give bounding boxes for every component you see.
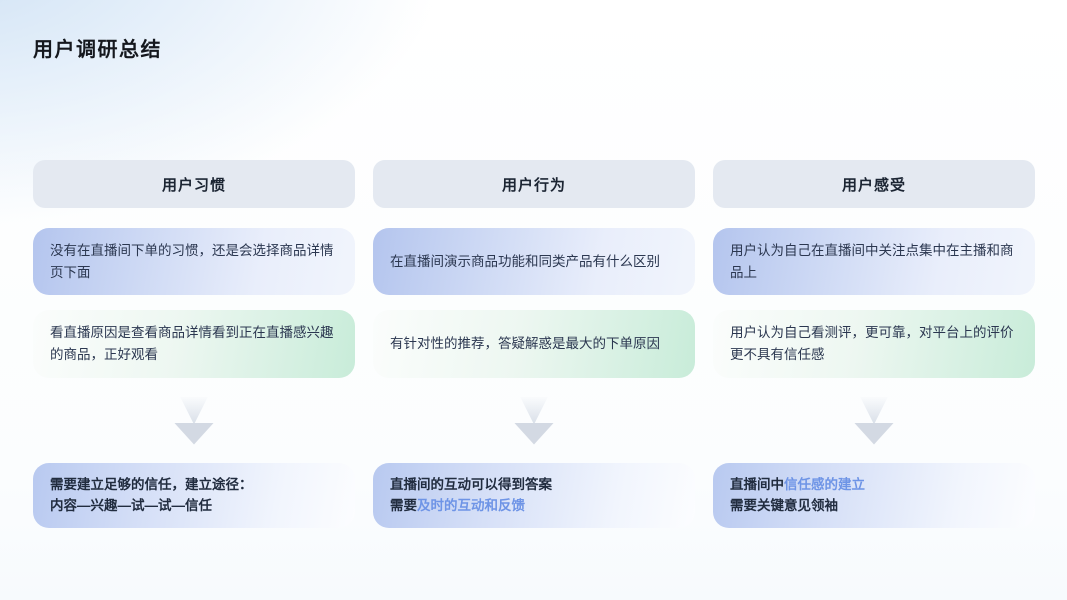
- down-arrow-tail: [180, 396, 208, 425]
- conclusion-card: 直播间中信任感的建立需要关键意见领袖: [713, 463, 1035, 528]
- page-title: 用户调研总结: [33, 39, 162, 61]
- column-header-pill: 用户行为: [373, 160, 695, 208]
- conclusion-text: 直播间的互动可以得到答案: [390, 476, 552, 492]
- conclusion-line: 需要及时的互动和反馈: [390, 496, 678, 517]
- column-header-pill: 用户习惯: [33, 160, 355, 208]
- conclusion-highlight-text: 信任感的建立: [784, 476, 865, 492]
- conclusion-highlight-text: 及时的互动和反馈: [417, 497, 525, 513]
- column-header-label: 用户行为: [501, 176, 566, 194]
- observation-card: 没有在直播间下单的习惯，还是会选择商品详情页下面: [33, 228, 355, 295]
- column-header-label: 用户习惯: [161, 176, 226, 194]
- conclusion-line: 直播间的互动可以得到答案: [390, 475, 678, 496]
- insight-text: 用户认为自己看测评，更可靠，对平台上的评价更不具有信任感: [730, 325, 1014, 362]
- down-arrow-head: [174, 422, 214, 445]
- conclusion-text: 内容—兴趣—试—试—信任: [50, 497, 212, 513]
- down-arrow-head: [514, 422, 554, 445]
- observation-text: 用户认为自己在直播间中关注点集中在主播和商品上: [730, 242, 1014, 280]
- conclusion-text: 需要: [390, 497, 417, 513]
- arrow-zone: [33, 378, 355, 463]
- down-arrow-icon: [174, 396, 214, 445]
- arrow-zone: [713, 378, 1035, 463]
- conclusion-line: 需要建立足够的信任，建立途径：: [50, 475, 338, 496]
- column-header-label: 用户感受: [841, 176, 906, 194]
- observation-card: 用户认为自己在直播间中关注点集中在主播和商品上: [713, 228, 1035, 295]
- down-arrow-head: [854, 422, 894, 445]
- observation-text: 没有在直播间下单的习惯，还是会选择商品详情页下面: [50, 242, 334, 280]
- conclusion-card: 直播间的互动可以得到答案需要及时的互动和反馈: [373, 463, 695, 528]
- conclusion-card: 需要建立足够的信任，建立途径： 内容—兴趣—试—试—信任: [33, 463, 355, 528]
- down-arrow-icon: [514, 396, 554, 445]
- insight-card: 用户认为自己看测评，更可靠，对平台上的评价更不具有信任感: [713, 310, 1035, 378]
- down-arrow-tail: [520, 396, 548, 425]
- insight-card: 有针对性的推荐，答疑解惑是最大的下单原因: [373, 310, 695, 378]
- observation-card: 在直播间演示商品功能和同类产品有什么区别: [373, 228, 695, 295]
- conclusion-text: 直播间中: [730, 476, 784, 492]
- conclusion-text: 需要建立足够的信任，建立途径：: [50, 476, 253, 492]
- conclusion-line: 需要关键意见领袖: [730, 496, 1018, 517]
- observation-text: 在直播间演示商品功能和同类产品有什么区别: [390, 253, 660, 269]
- conclusion-text: 需要关键意见领袖: [730, 497, 838, 513]
- insight-text: 有针对性的推荐，答疑解惑是最大的下单原因: [390, 336, 660, 352]
- columns-container: 用户习惯 没有在直播间下单的习惯，还是会选择商品详情页下面 看直播原因是查看商品…: [33, 160, 1035, 528]
- conclusion-line: 内容—兴趣—试—试—信任: [50, 496, 338, 517]
- research-column: 用户习惯 没有在直播间下单的习惯，还是会选择商品详情页下面 看直播原因是查看商品…: [33, 160, 355, 528]
- insight-text: 看直播原因是查看商品详情看到正在直播感兴趣的商品，正好观看: [50, 325, 334, 362]
- down-arrow-icon: [854, 396, 894, 445]
- column-header-pill: 用户感受: [713, 160, 1035, 208]
- research-column: 用户行为 在直播间演示商品功能和同类产品有什么区别 有针对性的推荐，答疑解惑是最…: [373, 160, 695, 528]
- down-arrow-tail: [860, 396, 888, 425]
- research-column: 用户感受 用户认为自己在直播间中关注点集中在主播和商品上 用户认为自己看测评，更…: [713, 160, 1035, 528]
- insight-card: 看直播原因是查看商品详情看到正在直播感兴趣的商品，正好观看: [33, 310, 355, 378]
- arrow-zone: [373, 378, 695, 463]
- conclusion-line: 直播间中信任感的建立: [730, 475, 1018, 496]
